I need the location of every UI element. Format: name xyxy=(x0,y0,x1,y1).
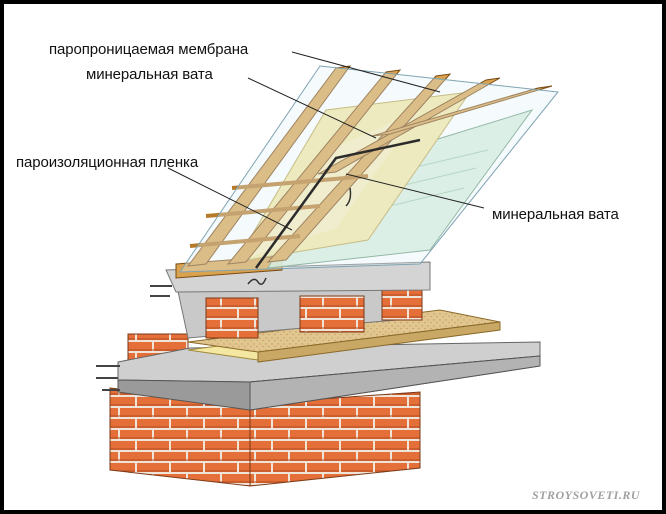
upper-brick-wall xyxy=(96,261,431,391)
vapor-permeable-membrane xyxy=(179,65,559,273)
roof-insulation-diagram xyxy=(96,51,559,487)
label-vapor-barrier-film: пароизоляционная пленка xyxy=(16,154,199,171)
label-mineral-wool-inner: минеральная вата xyxy=(492,206,619,223)
label-membrane: паропроницаемая мембрана xyxy=(49,41,249,58)
label-mineral-wool-outer: минеральная вата xyxy=(86,66,213,83)
film-edge-line xyxy=(254,138,421,269)
leader-lines xyxy=(167,51,485,231)
watermark: STROYSOVETI.RU xyxy=(532,488,641,502)
lower-brick-wall xyxy=(109,333,421,487)
film-fastener-line xyxy=(345,187,352,207)
